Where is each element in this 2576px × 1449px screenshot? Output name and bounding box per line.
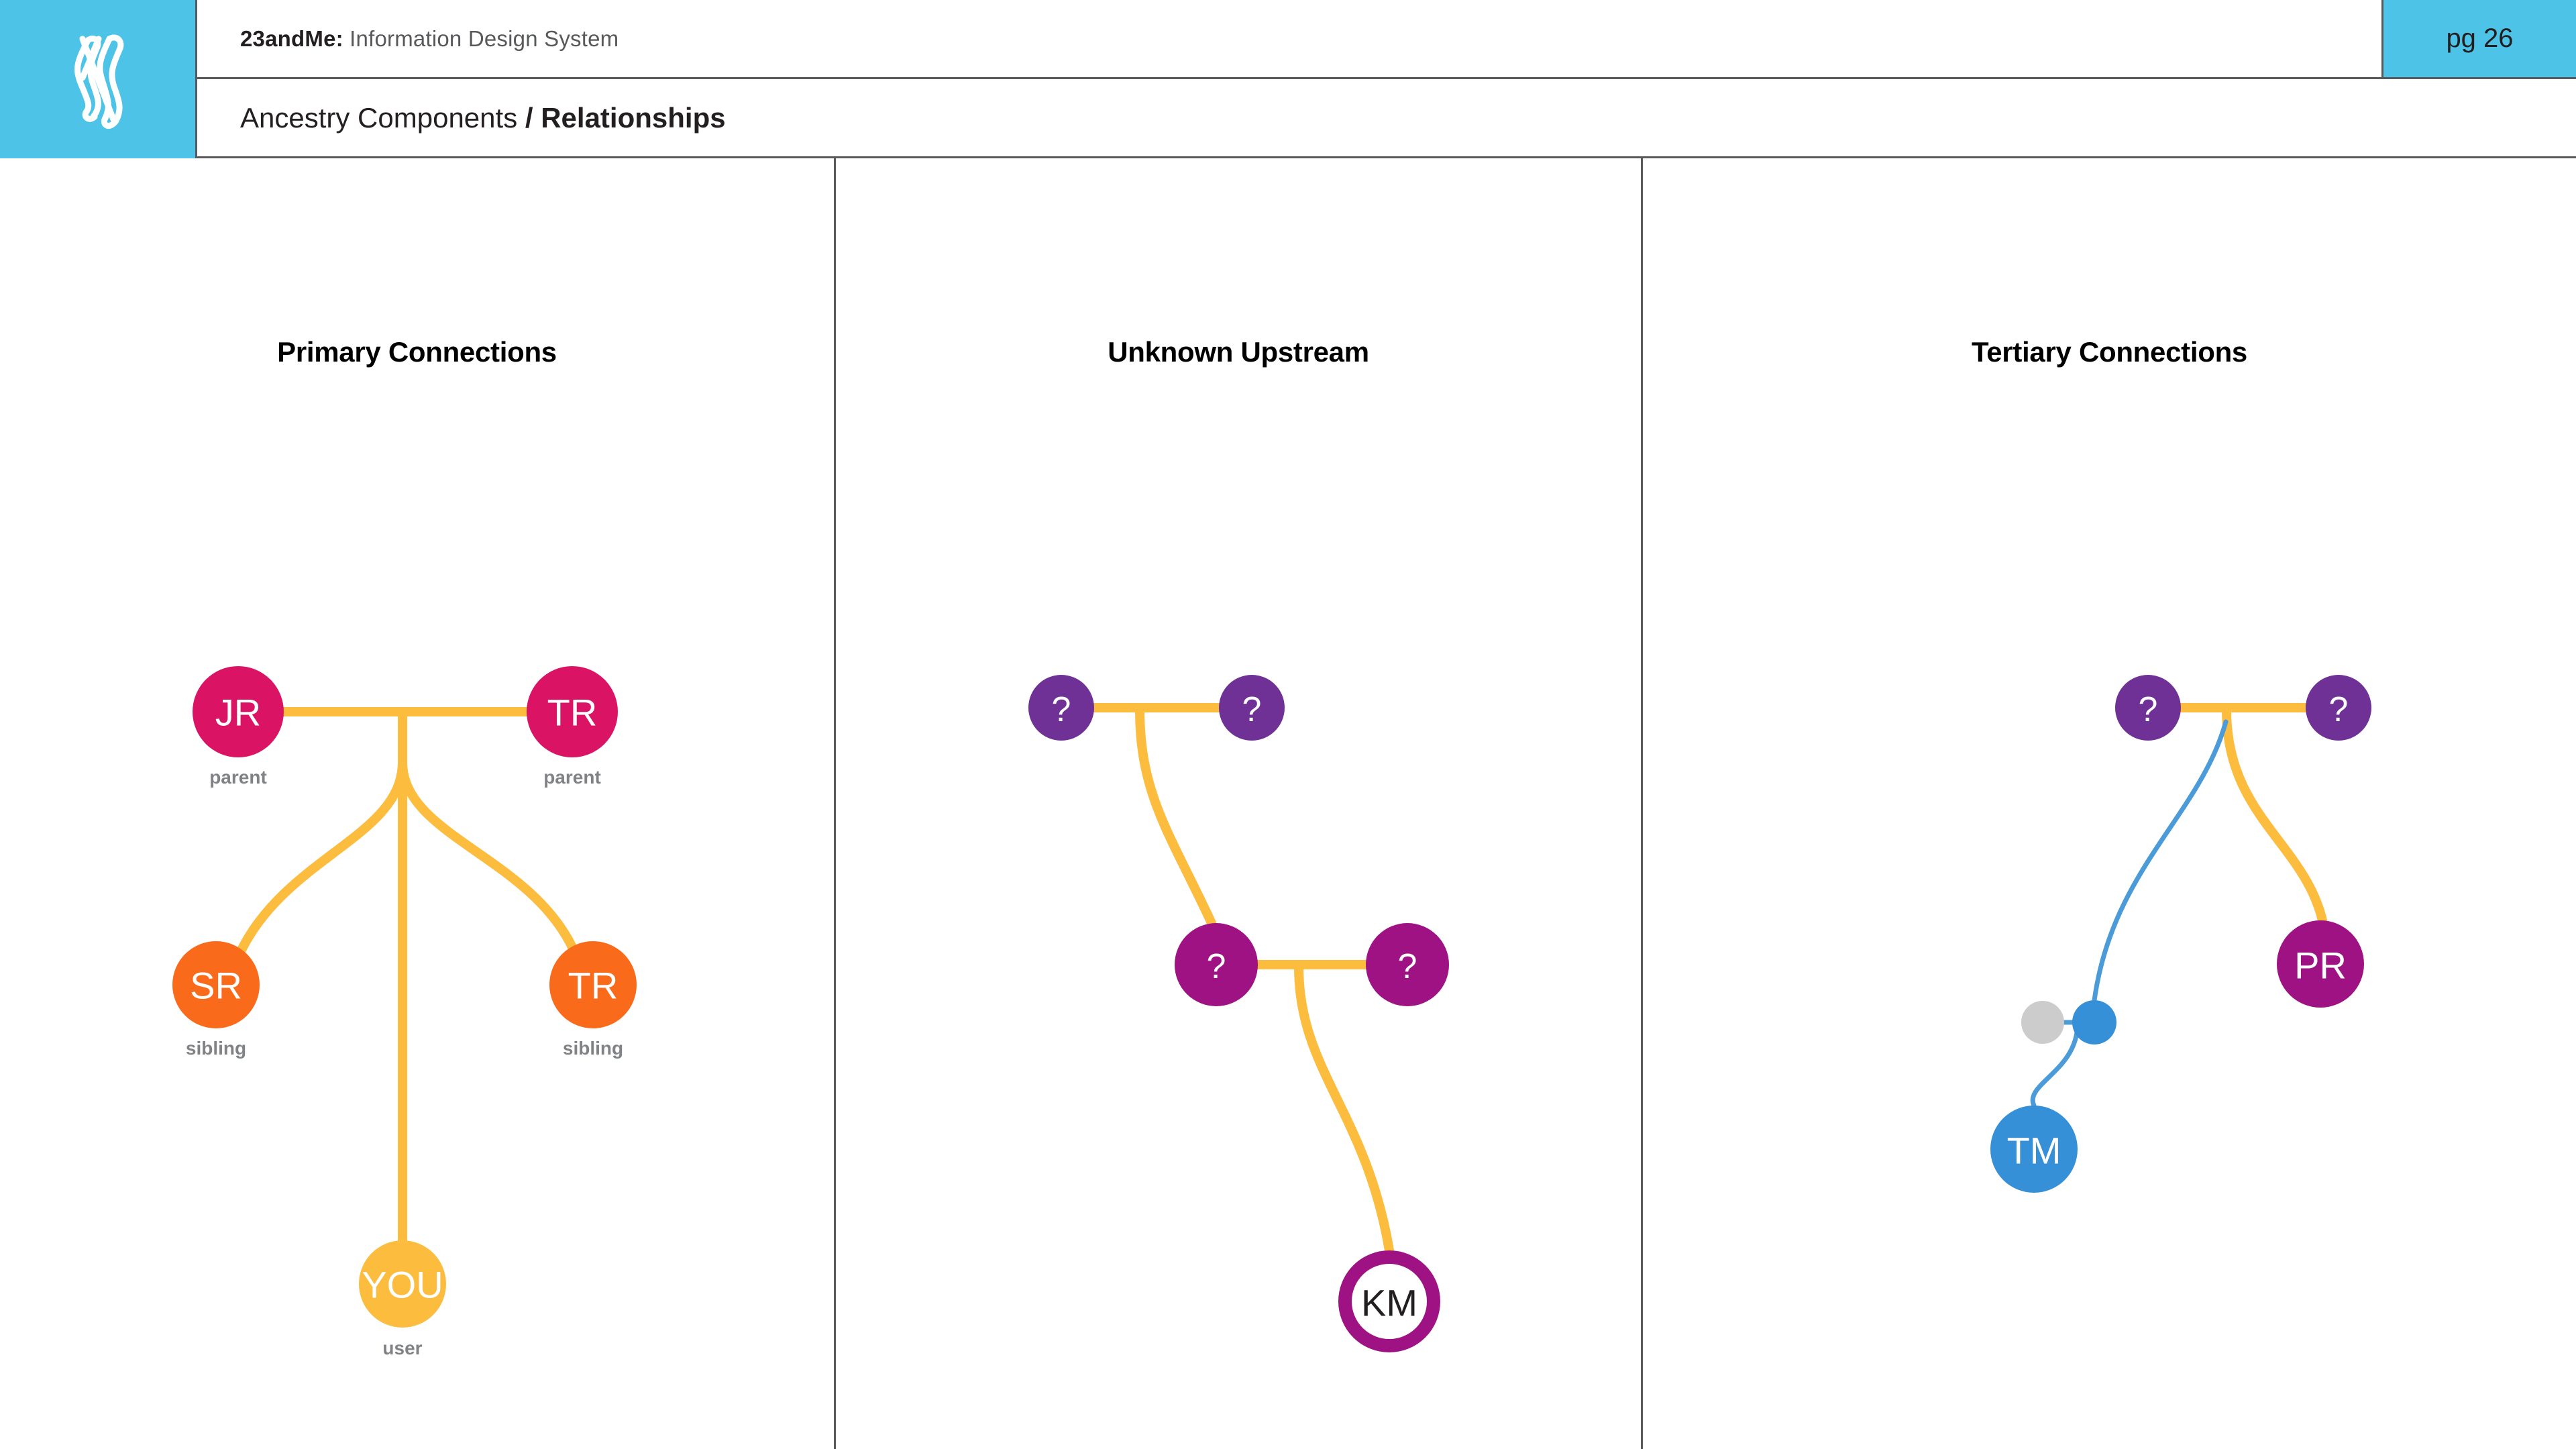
node-label-pr: PR	[2294, 945, 2347, 987]
node-circle-tr-parent[interactable]	[527, 666, 618, 757]
panel-primary-connections: Primary Connections JR parent TR parent	[0, 158, 834, 1449]
node-label-unknown-3: ?	[1207, 947, 1226, 986]
brand-logo-tile	[0, 0, 195, 158]
breadcrumb: Ancestry Components / Relationships	[240, 102, 726, 134]
column-divider-2	[1641, 158, 1643, 1449]
link-u3u4-km	[1294, 962, 1394, 1255]
chromosome-logo-icon	[57, 28, 139, 130]
node-tm[interactable]: TM	[1990, 1106, 2078, 1193]
header-brand-bar: 23andMe: Information Design System	[195, 0, 2381, 79]
node-circle-unknown-2[interactable]	[1219, 675, 1285, 741]
brand-subtitle: Information Design System	[343, 25, 619, 51]
node-caption-you: user	[382, 1338, 422, 1358]
node-circle-placeholder-gray[interactable]	[2021, 1001, 2064, 1044]
link-u1u2-u3	[1135, 705, 1216, 928]
diagram-columns: Primary Connections JR parent TR parent	[0, 158, 2576, 1449]
graph-tertiary-connections: ? ? PR TM	[1990, 675, 2371, 1193]
panel-title-unknown: Unknown Upstream	[1108, 336, 1369, 368]
tertiary-amber-links	[2176, 703, 2343, 925]
node-unknown-4[interactable]: ?	[1366, 923, 1449, 1006]
panel-tertiary-connections: Tertiary Connections ? ? PR	[1643, 158, 2576, 1449]
brand-name: 23andMe:	[240, 25, 343, 51]
node-circle-tertiary-unknown-1[interactable]	[2115, 675, 2181, 741]
node-unknown-3[interactable]: ?	[1175, 923, 1258, 1006]
tertiary-blue-links	[2030, 719, 2229, 1108]
node-circle-unknown-4[interactable]	[1366, 923, 1449, 1006]
node-label-km: KM	[1361, 1282, 1417, 1324]
node-label-you: YOU	[362, 1264, 443, 1306]
node-tertiary-unknown-1[interactable]: ?	[2115, 675, 2181, 741]
brand-label: 23andMe: Information Design System	[240, 26, 619, 52]
node-circle-pr[interactable]	[2277, 920, 2364, 1008]
node-circle-jr[interactable]	[193, 666, 284, 757]
node-caption-sr: sibling	[186, 1038, 246, 1059]
node-caption-tr-parent: parent	[543, 767, 601, 788]
graph-primary-connections: JR parent TR parent SR sibling TR siblin…	[172, 666, 637, 1358]
breadcrumb-current: / Relationships	[525, 101, 726, 133]
node-label-tertiary-unknown-1: ?	[2139, 690, 2158, 729]
node-unknown-2[interactable]: ?	[1219, 675, 1285, 741]
panel-unknown-upstream: Unknown Upstream ? ? ? ?	[836, 158, 1641, 1449]
graph-unknown-upstream: ? ? ? ? KM	[1028, 675, 1449, 1352]
node-unknown-1[interactable]: ?	[1028, 675, 1094, 741]
panel-title-primary: Primary Connections	[277, 336, 557, 368]
node-circle-unknown-1[interactable]	[1028, 675, 1094, 741]
node-caption-tr-sibling: sibling	[563, 1038, 623, 1059]
node-placeholder-gray[interactable]	[2021, 1001, 2064, 1044]
node-jr[interactable]: JR parent	[193, 666, 284, 788]
page-number-tile: pg 26	[2381, 0, 2576, 79]
page-number: pg 26	[2446, 23, 2514, 53]
node-label-sr: SR	[190, 965, 242, 1007]
node-you[interactable]: YOU user	[359, 1240, 446, 1358]
node-circle-unknown-3[interactable]	[1175, 923, 1258, 1006]
node-circle-connector-blue[interactable]	[2072, 1000, 2116, 1044]
node-label-unknown-1: ?	[1052, 690, 1071, 729]
node-label-jr: JR	[215, 692, 261, 734]
node-caption-jr: parent	[209, 767, 267, 788]
node-tr-sibling[interactable]: TR sibling	[549, 941, 637, 1059]
node-tr-parent[interactable]: TR parent	[527, 666, 618, 788]
link-parents-tr	[398, 757, 578, 955]
node-km[interactable]: KM	[1338, 1250, 1440, 1352]
node-label-tm: TM	[2007, 1130, 2061, 1172]
node-tertiary-unknown-2[interactable]: ?	[2306, 675, 2371, 741]
node-label-tertiary-unknown-2: ?	[2329, 690, 2349, 729]
node-circle-tm[interactable]	[1990, 1106, 2078, 1193]
node-label-tr-parent: TR	[547, 692, 598, 734]
primary-links	[237, 707, 578, 1289]
panel-title-tertiary: Tertiary Connections	[1972, 336, 2247, 368]
node-circle-you[interactable]	[359, 1240, 446, 1328]
link-upstream-blue	[2092, 719, 2229, 1003]
breadcrumb-parent[interactable]: Ancestry Components	[240, 101, 525, 133]
node-label-unknown-2: ?	[1242, 690, 1262, 729]
node-connector-blue[interactable]	[2072, 1000, 2116, 1044]
link-parents-sr	[237, 757, 407, 955]
link-t1t2-pr	[2222, 705, 2327, 925]
node-circle-tr-sibling[interactable]	[549, 941, 637, 1028]
node-label-unknown-4: ?	[1398, 947, 1417, 986]
node-sr[interactable]: SR sibling	[172, 941, 260, 1059]
page-header: 23andMe: Information Design System Ances…	[0, 0, 2576, 158]
node-circle-km[interactable]	[1338, 1250, 1440, 1352]
breadcrumb-bar: Ancestry Components / Relationships	[195, 79, 2576, 158]
column-divider-1	[834, 158, 836, 1449]
node-circle-tertiary-unknown-2[interactable]	[2306, 675, 2371, 741]
link-blue-tm	[2030, 1021, 2080, 1108]
node-circle-sr[interactable]	[172, 941, 260, 1028]
node-pr[interactable]: PR	[2277, 920, 2364, 1008]
node-label-tr-sibling: TR	[568, 965, 619, 1007]
